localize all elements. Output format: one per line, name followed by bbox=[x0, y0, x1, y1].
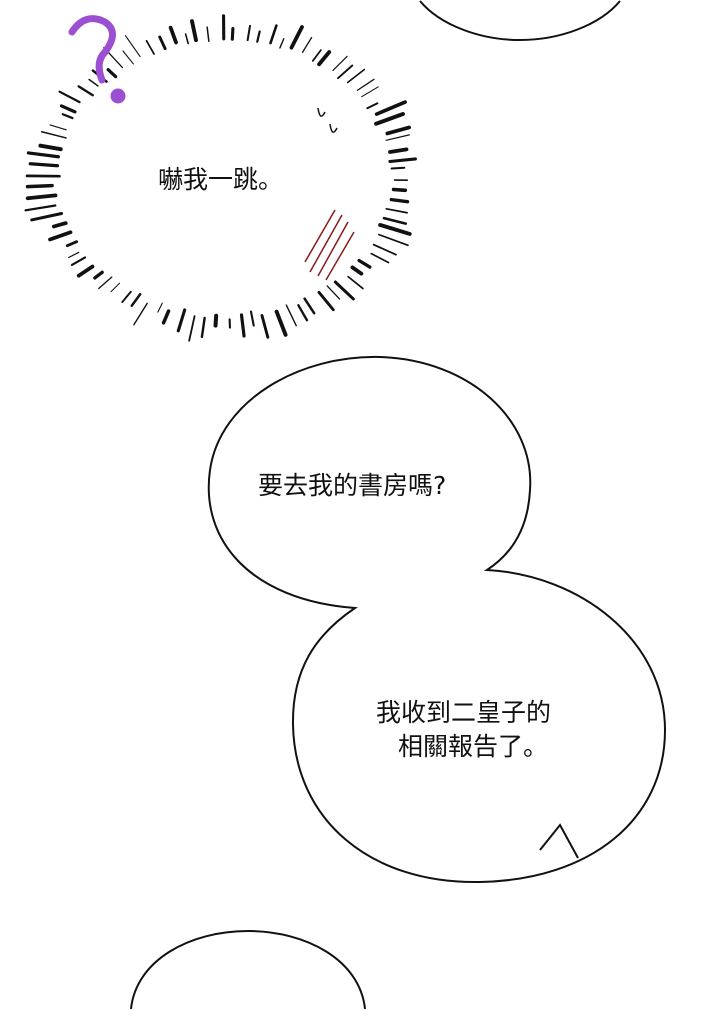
burst-line bbox=[68, 251, 80, 259]
burst-line bbox=[190, 19, 198, 43]
burst-line bbox=[356, 78, 375, 91]
burst-line bbox=[289, 25, 304, 50]
burst-line bbox=[28, 162, 60, 168]
burst-line bbox=[350, 265, 364, 276]
tension-marks bbox=[304, 209, 355, 281]
burst-line bbox=[301, 36, 313, 53]
burst-line bbox=[161, 309, 171, 325]
burst-line bbox=[168, 25, 178, 45]
burst-line bbox=[361, 86, 379, 98]
burst-line bbox=[38, 143, 63, 152]
burst-line bbox=[76, 264, 95, 278]
burst-line bbox=[346, 68, 366, 84]
burst-line bbox=[130, 292, 142, 307]
burst-line bbox=[269, 24, 278, 45]
burst-line bbox=[30, 211, 64, 222]
burst-line bbox=[385, 207, 409, 214]
burst-line bbox=[200, 316, 206, 339]
burst-line bbox=[260, 314, 270, 339]
burst-line bbox=[70, 256, 87, 267]
burst-line bbox=[274, 309, 288, 337]
burst-line bbox=[184, 33, 190, 45]
burst-line bbox=[25, 193, 58, 201]
burst-line bbox=[366, 102, 379, 110]
burst-line bbox=[297, 304, 309, 322]
burst-line bbox=[24, 204, 57, 212]
top-right-bubble bbox=[419, 0, 621, 42]
burst-line bbox=[279, 38, 285, 49]
burst-line bbox=[374, 112, 405, 126]
burst-line bbox=[93, 270, 104, 280]
burst-line bbox=[158, 35, 167, 51]
question-mark-icon bbox=[68, 15, 126, 104]
bottom-bubble bbox=[130, 929, 366, 1010]
burst-line bbox=[391, 187, 408, 193]
burst-line bbox=[213, 313, 219, 328]
report-text-line2: 相關報告了。 bbox=[398, 732, 549, 761]
burst-line bbox=[374, 100, 407, 116]
burst-line bbox=[65, 240, 79, 248]
burst-line bbox=[385, 134, 410, 141]
shout-text: 嚇我一跳。 bbox=[158, 165, 284, 194]
burst-line bbox=[59, 104, 77, 114]
burst-line bbox=[25, 183, 54, 189]
burst-line bbox=[326, 285, 341, 300]
burst-line bbox=[48, 230, 73, 242]
burst-line bbox=[124, 35, 141, 58]
burst-line bbox=[122, 50, 134, 65]
burst-line bbox=[246, 24, 251, 42]
burst-line bbox=[317, 290, 335, 312]
burst-line bbox=[337, 64, 354, 80]
speech-bubble-double bbox=[207, 355, 667, 884]
burst-line bbox=[347, 275, 364, 290]
burst-line bbox=[385, 125, 412, 136]
burst-line bbox=[145, 39, 155, 55]
report-text-line1: 我收到二皇子的 bbox=[376, 698, 552, 727]
sweat-drop-icon bbox=[317, 107, 338, 133]
burst-line bbox=[378, 223, 412, 236]
burst-line bbox=[311, 49, 322, 62]
burst-line bbox=[382, 216, 407, 225]
burst-line bbox=[256, 30, 261, 43]
burst-line bbox=[388, 157, 417, 164]
burst-line bbox=[332, 55, 348, 72]
question-text: 要去我的書房嗎? bbox=[258, 471, 447, 500]
burst-line bbox=[389, 197, 410, 204]
burst-line bbox=[303, 297, 316, 315]
burst-line bbox=[106, 68, 118, 79]
burst-line bbox=[285, 304, 297, 327]
burst-line bbox=[61, 113, 74, 120]
burst-line bbox=[188, 315, 196, 342]
burst-line bbox=[230, 27, 235, 41]
shock-burst-lines bbox=[24, 14, 417, 342]
burst-line bbox=[239, 313, 246, 338]
burst-line bbox=[317, 50, 332, 67]
burst-line bbox=[157, 302, 163, 313]
burst-line bbox=[77, 85, 94, 97]
burst-line bbox=[372, 243, 397, 256]
burst-line bbox=[370, 252, 390, 264]
burst-line bbox=[58, 90, 81, 104]
burst-line bbox=[121, 290, 132, 304]
burst-line bbox=[110, 282, 121, 293]
burst-line bbox=[206, 26, 210, 43]
burst-line bbox=[357, 258, 372, 269]
burst-line bbox=[333, 280, 355, 301]
burst-line bbox=[249, 310, 255, 327]
bubble-tail bbox=[539, 823, 579, 859]
burst-line bbox=[390, 166, 406, 170]
burst-line bbox=[133, 302, 148, 326]
burst-line bbox=[40, 131, 67, 139]
burst-line bbox=[388, 147, 409, 154]
burst-line bbox=[176, 308, 187, 333]
burst-line bbox=[51, 221, 68, 229]
burst-line bbox=[88, 78, 99, 87]
burst-line bbox=[98, 276, 113, 290]
burst-line bbox=[378, 233, 409, 247]
burst-line bbox=[49, 124, 67, 131]
burst-line bbox=[26, 151, 60, 159]
